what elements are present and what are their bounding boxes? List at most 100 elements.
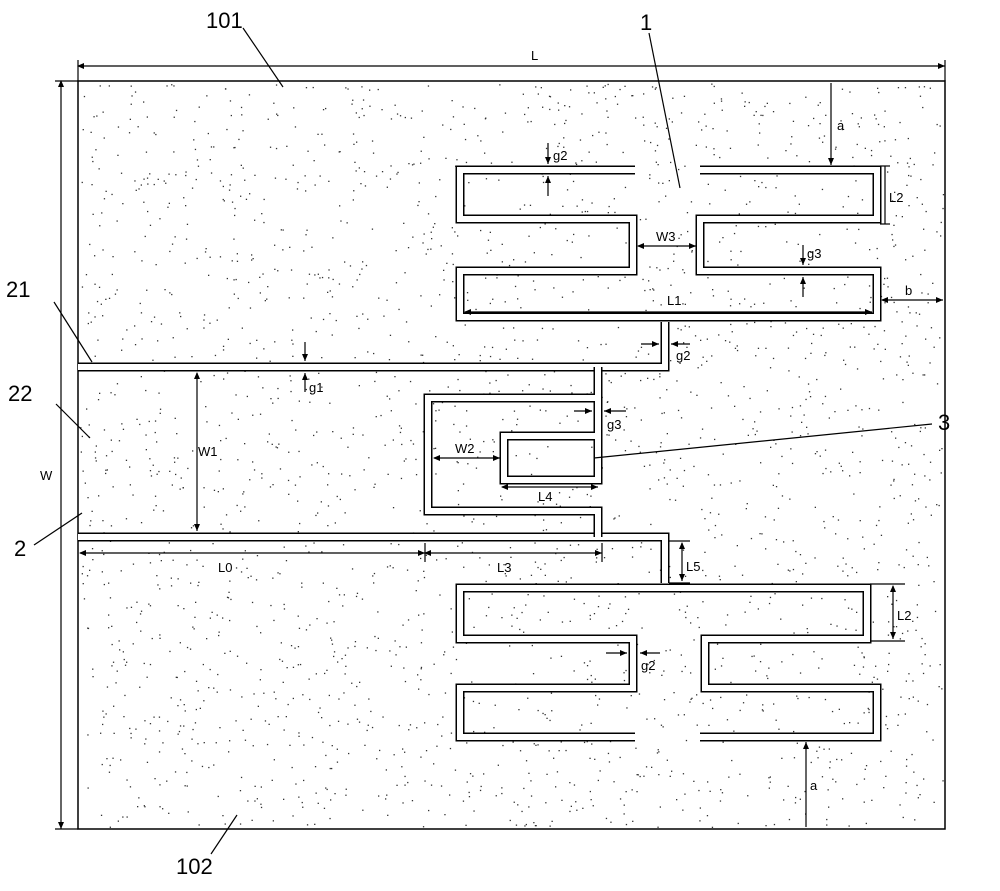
stipple-dot	[511, 161, 513, 163]
stipple-dot	[171, 84, 173, 86]
stipple-dot	[424, 780, 426, 782]
stipple-dot	[235, 720, 237, 722]
stipple-dot	[544, 374, 546, 376]
stipple-dot	[542, 712, 544, 715]
stipple-dot	[916, 616, 919, 619]
stipple-dot	[708, 529, 710, 531]
stipple-dot	[818, 667, 820, 669]
stipple-dot	[891, 431, 893, 433]
stipple-dot	[772, 111, 775, 113]
stipple-dot	[156, 441, 158, 443]
stipple-dot	[755, 670, 757, 672]
stipple-dot	[329, 402, 331, 404]
stipple-dot	[758, 186, 760, 188]
stipple-dot	[543, 519, 545, 521]
stipple-dot	[183, 725, 185, 727]
stipple-dot	[249, 193, 251, 195]
stipple-dot	[672, 97, 674, 99]
stipple-dot	[635, 356, 637, 358]
stipple-dot	[762, 710, 764, 712]
stipple-dot	[153, 716, 155, 718]
stipple-dot	[443, 279, 445, 281]
stipple-dot	[845, 628, 847, 630]
stipple-dot	[319, 277, 321, 279]
stipple-dot	[124, 694, 126, 697]
stipple-dot	[249, 479, 251, 481]
stipple-dot	[364, 744, 366, 746]
stipple-dot	[850, 323, 852, 325]
stipple-dot	[103, 716, 105, 718]
stipple-dot	[317, 133, 319, 135]
stipple-dot	[709, 790, 711, 792]
stipple-dot	[921, 292, 923, 294]
stipple-dot	[430, 784, 433, 786]
stipple-dot	[463, 566, 465, 568]
stipple-dot	[750, 595, 752, 597]
stipple-dot	[738, 213, 740, 215]
stipple-dot	[894, 244, 897, 246]
stipple-dot	[884, 110, 886, 112]
stipple-dot	[447, 386, 449, 388]
stipple-dot	[885, 775, 887, 777]
stipple-dot	[331, 643, 334, 645]
stipple-dot	[169, 650, 171, 653]
stipple-dot	[111, 665, 113, 667]
stipple-dot	[745, 203, 748, 205]
stipple-dot	[561, 296, 564, 298]
stipple-dot	[253, 693, 255, 695]
stipple-dot	[479, 354, 481, 357]
stipple-dot	[325, 754, 327, 757]
stipple-dot	[571, 241, 573, 243]
stipple-dot	[611, 548, 614, 550]
stipple-dot	[297, 500, 299, 502]
stipple-dot	[599, 770, 601, 772]
stipple-dot	[534, 561, 537, 563]
stipple-dot	[186, 564, 188, 566]
stipple-dot	[787, 785, 789, 787]
stipple-dot	[635, 117, 637, 119]
stipple-dot	[673, 260, 675, 262]
stipple-dot	[134, 91, 137, 93]
stipple-dot	[83, 95, 86, 98]
stipple-dot	[680, 329, 682, 331]
stipple-dot	[790, 300, 792, 302]
stipple-dot	[623, 429, 625, 431]
stipple-dot	[351, 568, 354, 570]
stipple-dot	[134, 180, 136, 182]
stipple-dot	[329, 313, 331, 315]
stipple-dot	[713, 148, 715, 150]
stipple-dot	[450, 672, 452, 675]
stipple-dot	[821, 188, 824, 191]
stipple-dot	[435, 195, 437, 198]
dim-L: L	[531, 48, 538, 63]
stipple-dot	[117, 820, 119, 822]
stipple-dot	[378, 297, 380, 299]
stipple-dot	[373, 486, 375, 488]
stipple-dot	[824, 395, 827, 398]
stipple-dot	[134, 251, 136, 253]
stipple-dot	[257, 376, 260, 378]
stipple-dot	[136, 601, 138, 603]
stipple-dot	[893, 478, 895, 481]
stipple-dot	[446, 341, 448, 343]
stipple-dot	[902, 379, 904, 381]
stipple-dot	[744, 611, 746, 613]
stipple-dot	[819, 123, 821, 125]
stipple-dot	[700, 339, 702, 341]
stipple-dot	[799, 798, 801, 800]
stipple-dot	[108, 771, 111, 773]
stipple-dot	[113, 732, 115, 734]
stipple-dot	[146, 289, 148, 291]
stipple-dot	[914, 423, 916, 426]
stipple-dot	[643, 465, 646, 467]
stipple-dot	[660, 304, 662, 306]
stipple-dot	[682, 269, 684, 271]
stipple-dot	[441, 735, 443, 737]
stipple-dot	[297, 664, 299, 666]
stipple-dot	[736, 545, 738, 547]
stipple-dot	[918, 86, 920, 88]
stipple-dot	[870, 296, 872, 299]
stipple-dot	[101, 763, 103, 766]
stipple-dot	[354, 357, 356, 359]
stipple-dot	[283, 798, 285, 800]
